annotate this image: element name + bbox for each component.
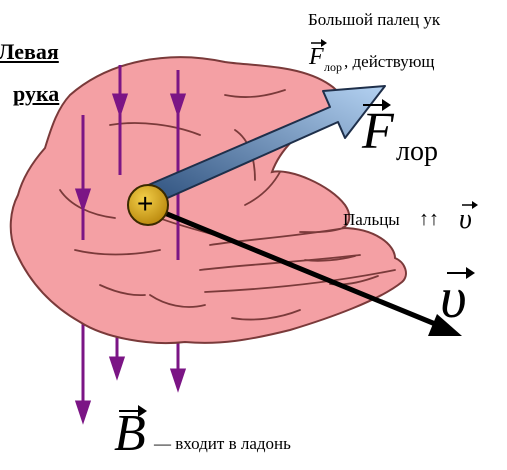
velocity-symbol-small: υ bbox=[459, 204, 472, 236]
force-symbol-large: F bbox=[362, 104, 394, 160]
force-label-large: F лор bbox=[360, 96, 500, 176]
force-symbol-small: F bbox=[309, 44, 324, 71]
hand-title-line1: Левая bbox=[0, 40, 59, 64]
hand-title-line2: рука bbox=[13, 82, 59, 106]
force-label-small: F лор , действующ bbox=[300, 36, 507, 76]
b-field-label: B — входит в ладонь bbox=[110, 400, 390, 470]
b-text: — входит в ладонь bbox=[154, 434, 291, 454]
velocity-symbol-large: υ bbox=[440, 268, 467, 328]
b-symbol: B bbox=[114, 406, 146, 462]
force-text-suffix: , действующ bbox=[344, 52, 435, 72]
charge-sign: + bbox=[137, 189, 153, 219]
force-subscript-large: лор bbox=[396, 136, 438, 168]
force-subscript-small: лор bbox=[324, 60, 342, 75]
thumb-instruction: Большой палец ук bbox=[308, 10, 440, 30]
fingers-label: Пальцы ↑↑ υ bbox=[343, 200, 507, 240]
fingers-arrows: ↑↑ bbox=[419, 208, 439, 231]
velocity-label-large: υ bbox=[440, 266, 500, 336]
fingers-text: Пальцы bbox=[343, 210, 400, 230]
